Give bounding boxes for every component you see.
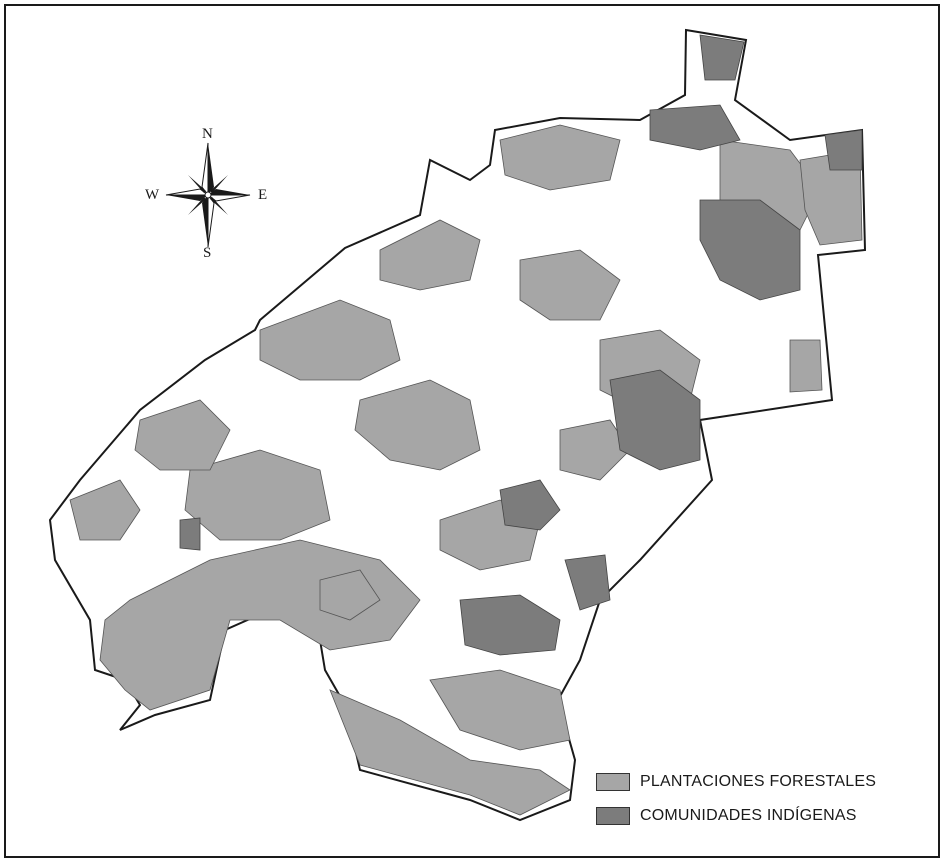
comunidad-patch bbox=[699, 199, 801, 301]
plantacion-patch bbox=[379, 219, 481, 291]
legend-label-comunidades: COMUNIDADES INDÍGENAS bbox=[640, 807, 857, 824]
plantacion-patch bbox=[499, 124, 621, 191]
comunidad-patch bbox=[824, 129, 863, 171]
plantacion-patch bbox=[429, 669, 571, 751]
comunidades-layer bbox=[179, 34, 863, 656]
comunidad-patch bbox=[564, 554, 611, 611]
plantacion-patch bbox=[559, 419, 631, 481]
comunidad-patch bbox=[649, 104, 741, 151]
comunidad-patch bbox=[609, 369, 701, 471]
compass-south-label: S bbox=[203, 245, 212, 261]
comunidad-patch bbox=[179, 517, 201, 551]
plantacion-patch bbox=[134, 399, 231, 471]
compass-east-label: E bbox=[258, 187, 268, 203]
comunidad-patch bbox=[459, 594, 561, 656]
plantacion-patch bbox=[319, 569, 381, 621]
comunidad-patch bbox=[499, 479, 561, 531]
map-legend: PLANTACIONES FORESTALES COMUNIDADES INDÍ… bbox=[596, 770, 876, 838]
legend-item-comunidades: COMUNIDADES INDÍGENAS bbox=[596, 804, 876, 828]
plantacion-patch bbox=[259, 299, 401, 381]
plantaciones-layer bbox=[69, 124, 863, 816]
compass-north-label: N bbox=[202, 126, 213, 142]
legend-swatch-plantaciones bbox=[596, 773, 630, 791]
plantacion-patch bbox=[184, 449, 331, 541]
legend-label-plantaciones: PLANTACIONES FORESTALES bbox=[640, 773, 877, 790]
plantacion-patch bbox=[519, 249, 621, 321]
plantacion-patch bbox=[329, 689, 571, 816]
legend-swatch-comunidades bbox=[596, 807, 630, 825]
compass-rose-icon bbox=[165, 142, 251, 248]
plantacion-patch bbox=[354, 379, 481, 471]
legend-item-plantaciones: PLANTACIONES FORESTALES bbox=[596, 770, 876, 794]
compass-west-label: W bbox=[145, 187, 160, 203]
plantacion-patch bbox=[789, 339, 823, 393]
plantacion-patch bbox=[69, 479, 141, 541]
comunidad-patch bbox=[699, 34, 745, 81]
